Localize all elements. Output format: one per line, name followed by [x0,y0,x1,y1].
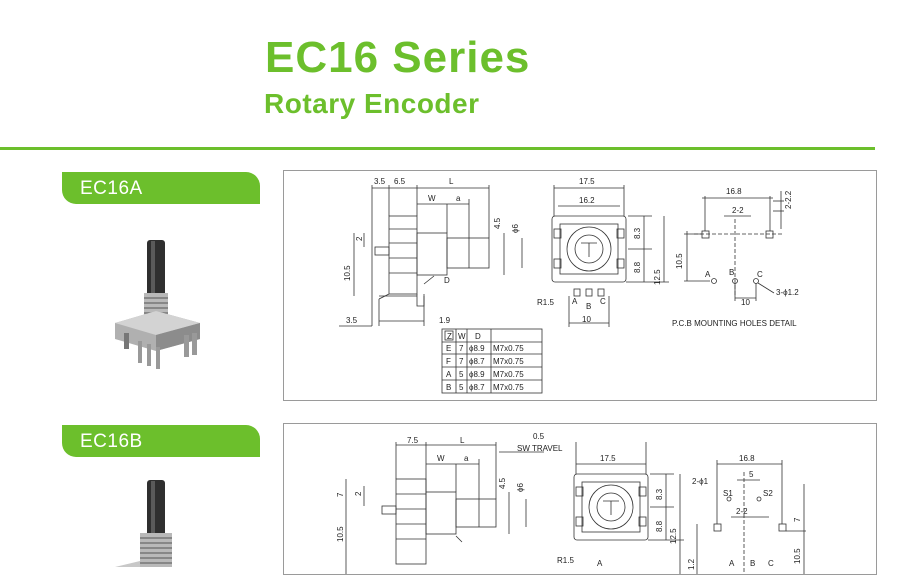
pin-label: A [705,270,711,279]
dim-label: 16.8 [739,454,755,463]
table-header: D [475,332,481,341]
section-tag-ec16a: EC16A [62,172,260,204]
dim-label: 10 [582,315,591,324]
section-tag-ec16b: EC16B [62,425,260,457]
dim-label: 6.5 [394,177,406,186]
dim-label: 7.5 [407,436,419,445]
page-title: EC16 Series [265,33,531,82]
dim-label: 8.3 [655,488,664,500]
dim-label: 3.5 [374,177,386,186]
encoder-photo-ec16a [115,240,200,369]
table-cell: ϕ8.7 [469,357,485,366]
dim-label: 10.5 [336,526,345,542]
dim-label: 12.5 [653,269,662,285]
pin-label: C [600,297,606,306]
dim-label: 4.5 [493,217,502,229]
table-header: W [458,332,466,341]
dim-label: ϕ6 [511,224,520,233]
pin-label: A [729,559,735,568]
dim-label: W [428,194,436,203]
dim-label: 7 [336,492,345,497]
dim-label: 2-2.2 [784,190,793,209]
table-cell: ϕ8.9 [469,370,485,379]
pin-label: S1 [723,489,733,498]
dim-label: 3.5 [346,316,358,325]
drawing-panel-ec16b: 7.5 L W a 0.5 SW TRAVEL 4.5 ϕ6 7 2 10.5 … [283,423,877,575]
dim-label: 4.5 [498,477,507,489]
technical-drawing-ec16a: 3.5 6.5 L W a 4.5 ϕ6 2 10.5 D 3.5 1.9 17… [339,177,799,394]
pin-label: C [768,559,774,568]
dim-label: 8.8 [655,520,664,532]
dim-label: 2 [355,236,364,241]
dim-label: 1.2 [687,558,696,570]
pin-label: B [586,302,591,311]
pin-label: S2 [763,489,773,498]
dim-label: 10.5 [793,548,802,564]
dim-label: 1.9 [439,316,451,325]
dim-label: L [449,177,454,186]
table-cell: M7x0.75 [493,383,524,392]
dim-label: R1.5 [557,556,574,565]
dim-label: L [460,436,465,445]
table-cell: ϕ8.7 [469,383,485,392]
dim-label: 16.2 [579,196,595,205]
header-divider [0,147,875,150]
table-cell: A [446,370,452,379]
table-header: Z [447,332,452,341]
pin-label: B [729,268,734,277]
dim-label: a [456,194,461,203]
pcb-caption: P.C.B MOUNTING HOLES DETAIL [672,319,797,328]
dim-label: 12.5 [669,528,678,544]
dim-label: 2-2 [732,206,744,215]
table-cell: M7x0.75 [493,357,524,366]
table-cell: 7 [459,344,464,353]
table-cell: 5 [459,370,464,379]
page-subtitle: Rotary Encoder [264,88,480,119]
table-cell: E [446,344,451,353]
table-cell: ϕ8.9 [469,344,485,353]
section-tag-label: EC16A [80,178,143,199]
dim-label: 7 [793,517,802,522]
pin-label: A [597,559,603,568]
dim-label: 10.5 [675,253,684,269]
table-cell: F [446,357,451,366]
section-tag-label: EC16B [80,431,143,452]
dim-label: 8.3 [633,227,642,239]
drawing-panel-ec16a: 3.5 6.5 L W a 4.5 ϕ6 2 10.5 D 3.5 1.9 17… [283,170,877,401]
dim-label: R1.5 [537,298,554,307]
dim-label: ϕ6 [516,483,525,492]
dim-label: 17.5 [579,177,595,186]
table-cell: M7x0.75 [493,344,524,353]
table-cell: M7x0.75 [493,370,524,379]
dim-label: 3-ϕ1.2 [776,288,799,297]
pin-label: A [572,297,578,306]
table-cell: B [446,383,451,392]
dim-label: 17.5 [600,454,616,463]
dim-label: 10 [741,298,750,307]
dim-label: 2-2 [736,507,748,516]
table-cell: 5 [459,383,464,392]
dim-label: D [444,276,450,285]
dim-label: W [437,454,445,463]
dim-label: 16.8 [726,187,742,196]
dim-label: a [464,454,469,463]
dim-label: 2-ϕ1 [692,477,709,486]
dim-label: 2 [354,491,363,496]
dim-label: 8.8 [633,261,642,273]
dim-label: 10.5 [343,265,352,281]
travel-value: 0.5 [533,432,545,441]
pin-label: C [757,270,763,279]
dim-label: 5 [749,470,754,479]
encoder-photo-ec16b [115,480,172,567]
pin-label: B [750,559,755,568]
travel-label: SW TRAVEL [517,444,563,453]
table-cell: 7 [459,357,464,366]
technical-drawing-ec16b: 7.5 L W a 0.5 SW TRAVEL 4.5 ϕ6 7 2 10.5 … [336,432,806,574]
